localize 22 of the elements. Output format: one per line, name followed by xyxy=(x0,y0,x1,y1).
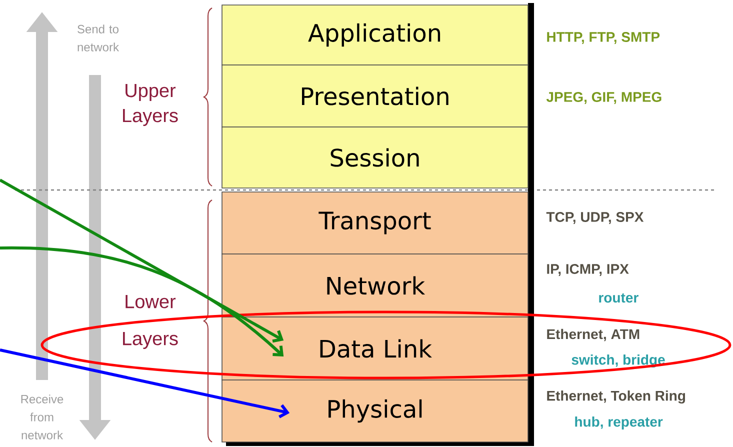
group-label: Upper Layers xyxy=(123,84,178,126)
protocol-label: Ethernet, Token Ring xyxy=(547,390,686,404)
layer-box: Application xyxy=(222,4,528,66)
arrow xyxy=(0,348,290,418)
layer-box: Network xyxy=(222,254,528,318)
group-label: Lower Layers xyxy=(123,295,178,349)
layer-box: Physical xyxy=(222,380,528,442)
protocol-label: router xyxy=(599,293,638,303)
protocol-label: TCP, UDP, SPX xyxy=(546,212,644,224)
layer-box: Session xyxy=(222,126,528,188)
protocol-label: Ethernet, ATM xyxy=(547,328,640,342)
side-label: Send to network xyxy=(78,24,120,52)
protocol-label: JPEG, GIF, MPEG xyxy=(546,92,662,104)
protocol-label: HTTP, FTP, SMTP xyxy=(547,32,660,44)
protocol-label: hub, repeater xyxy=(575,416,663,430)
layer-box: Presentation xyxy=(222,64,528,128)
arrow xyxy=(0,246,284,356)
arrow xyxy=(0,178,284,343)
protocol-label: IP, ICMP, IPX xyxy=(547,264,629,276)
side-label: Receive from network xyxy=(21,394,64,440)
layer-box: Data Link xyxy=(222,316,528,380)
layer-box: Transport xyxy=(222,192,528,254)
